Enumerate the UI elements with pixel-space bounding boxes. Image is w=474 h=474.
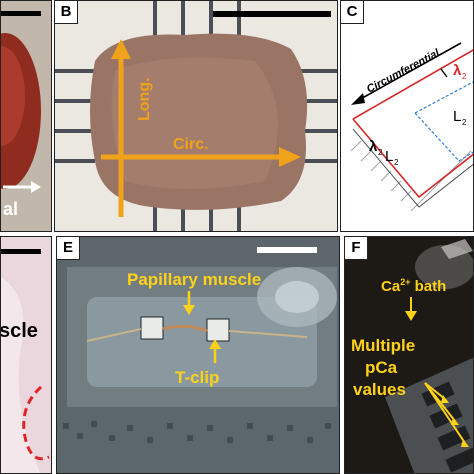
panel-f-label: F: [345, 237, 368, 260]
ca-bath-text: bath: [410, 278, 446, 295]
panel-a-text: al: [3, 199, 18, 219]
panel-e-label: E: [57, 237, 80, 260]
inner-outline: [414, 81, 473, 162]
long-label: Long.: [136, 77, 153, 121]
l-left-sub: 2: [394, 158, 399, 167]
multiple-line2: pCa: [365, 358, 398, 377]
panel-f: Ca2+ bath Multiple pCa values F: [344, 236, 474, 474]
pins-top: [153, 1, 241, 41]
arrow-down-icon: [183, 291, 195, 315]
panel-d-image: scle: [1, 237, 51, 473]
papillary-muscle-label: Papillary muscle: [127, 270, 261, 289]
l-right-sub: 2: [462, 118, 467, 127]
circ-label: Circ.: [173, 136, 209, 153]
panel-e-image: Papillary muscle T-clip: [57, 237, 339, 473]
multi-arrows-icon: [424, 382, 466, 444]
circumferential-label: Circumferential: [365, 47, 443, 96]
lambda-left: λ: [369, 138, 378, 155]
panel-d: scle: [0, 236, 52, 474]
scale-bar: [257, 247, 317, 253]
multiple-line3: values: [353, 380, 406, 399]
t-clip-left: [140, 316, 164, 340]
ca-superscript: 2+: [400, 277, 410, 287]
panel-a: al: [0, 0, 52, 232]
circ-arrow-icon: [101, 147, 301, 167]
pins-left: [55, 69, 95, 163]
long-arrow-icon: [111, 39, 131, 217]
arrow-up-icon: [209, 339, 221, 363]
l-right: L: [453, 108, 461, 125]
panel-b-label: B: [55, 1, 78, 24]
panel-a-image: al: [1, 1, 51, 231]
panel-c: Circumferential λ 2 λ 2 L 2 L 2 C: [340, 0, 474, 232]
t-clip-label: T-clip: [175, 368, 219, 387]
panel-c-diagram: Circumferential λ 2 λ 2 L 2 L 2: [350, 42, 473, 212]
scale-bar: [213, 11, 331, 17]
multiwell-plate: [385, 357, 473, 473]
circumferential-arrow-icon: [351, 42, 462, 105]
scale-bar: [1, 249, 41, 254]
papillary-muscle-shape: [162, 324, 208, 333]
panel-f-image: Ca2+ bath Multiple pCa values: [345, 237, 473, 473]
dashed-outline: [22, 385, 50, 461]
ca-label: Ca: [381, 278, 401, 295]
scale-bar: [1, 11, 41, 16]
arrow-bath-icon: [405, 297, 417, 321]
lambda-top: λ: [453, 62, 462, 79]
panel-b: Long. Circ. B: [54, 0, 338, 232]
panel-b-image: Long. Circ.: [55, 1, 337, 231]
outer-outline: [352, 49, 473, 199]
lambda-left-sub: 2: [378, 148, 383, 157]
multiple-line1: Multiple: [351, 336, 415, 355]
svg-text:Ca2+ bath: Ca2+ bath: [381, 277, 446, 295]
t-clip-right: [206, 318, 230, 342]
panel-c-label: C: [341, 1, 364, 24]
l-left: L: [385, 148, 393, 165]
panel-e: Papillary muscle T-clip E: [56, 236, 340, 474]
small-arrow-icon: [440, 68, 448, 78]
panel-d-text: scle: [1, 320, 38, 342]
lambda-top-sub: 2: [462, 72, 467, 81]
